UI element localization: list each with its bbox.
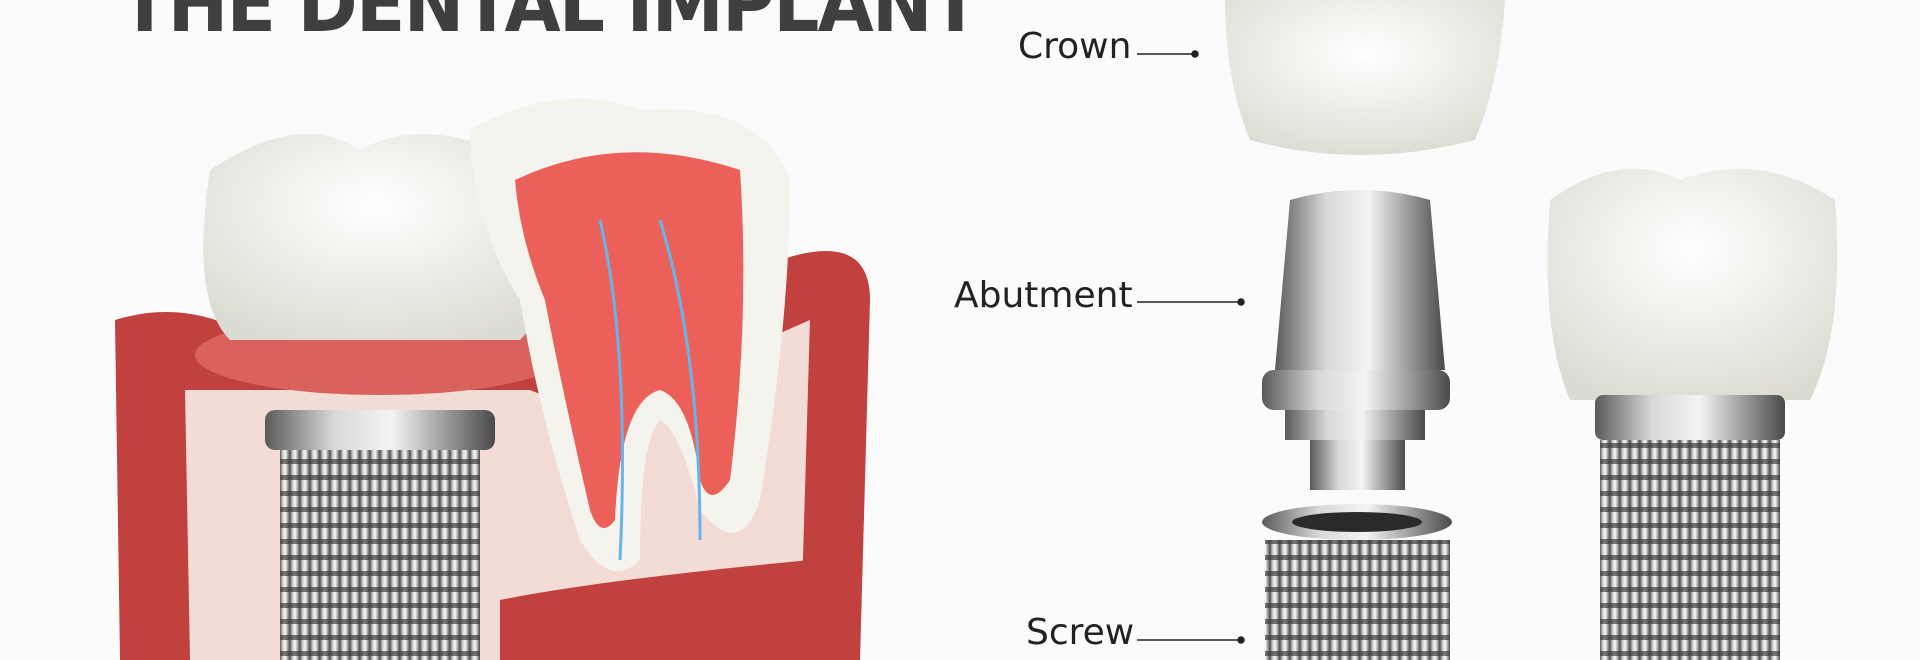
abutment-label: Abutment <box>954 275 1133 316</box>
crown-part <box>1225 0 1505 155</box>
tooth-pulp <box>515 152 744 528</box>
implant-collar <box>265 410 495 450</box>
crown-label: Crown <box>1018 26 1132 67</box>
exploded-implant <box>1225 0 1838 660</box>
page-title: THE DENTAL IMPLANT <box>120 0 980 50</box>
implant-crown-left <box>203 134 547 340</box>
screw-label: Screw <box>1026 612 1135 653</box>
jaw-cross-section <box>115 98 870 660</box>
assembled-crown <box>1547 168 1838 400</box>
abutment-part <box>1275 190 1445 370</box>
implant-screw-left <box>280 450 480 660</box>
screw-part <box>1265 540 1450 660</box>
assembled-screw <box>1600 440 1780 660</box>
